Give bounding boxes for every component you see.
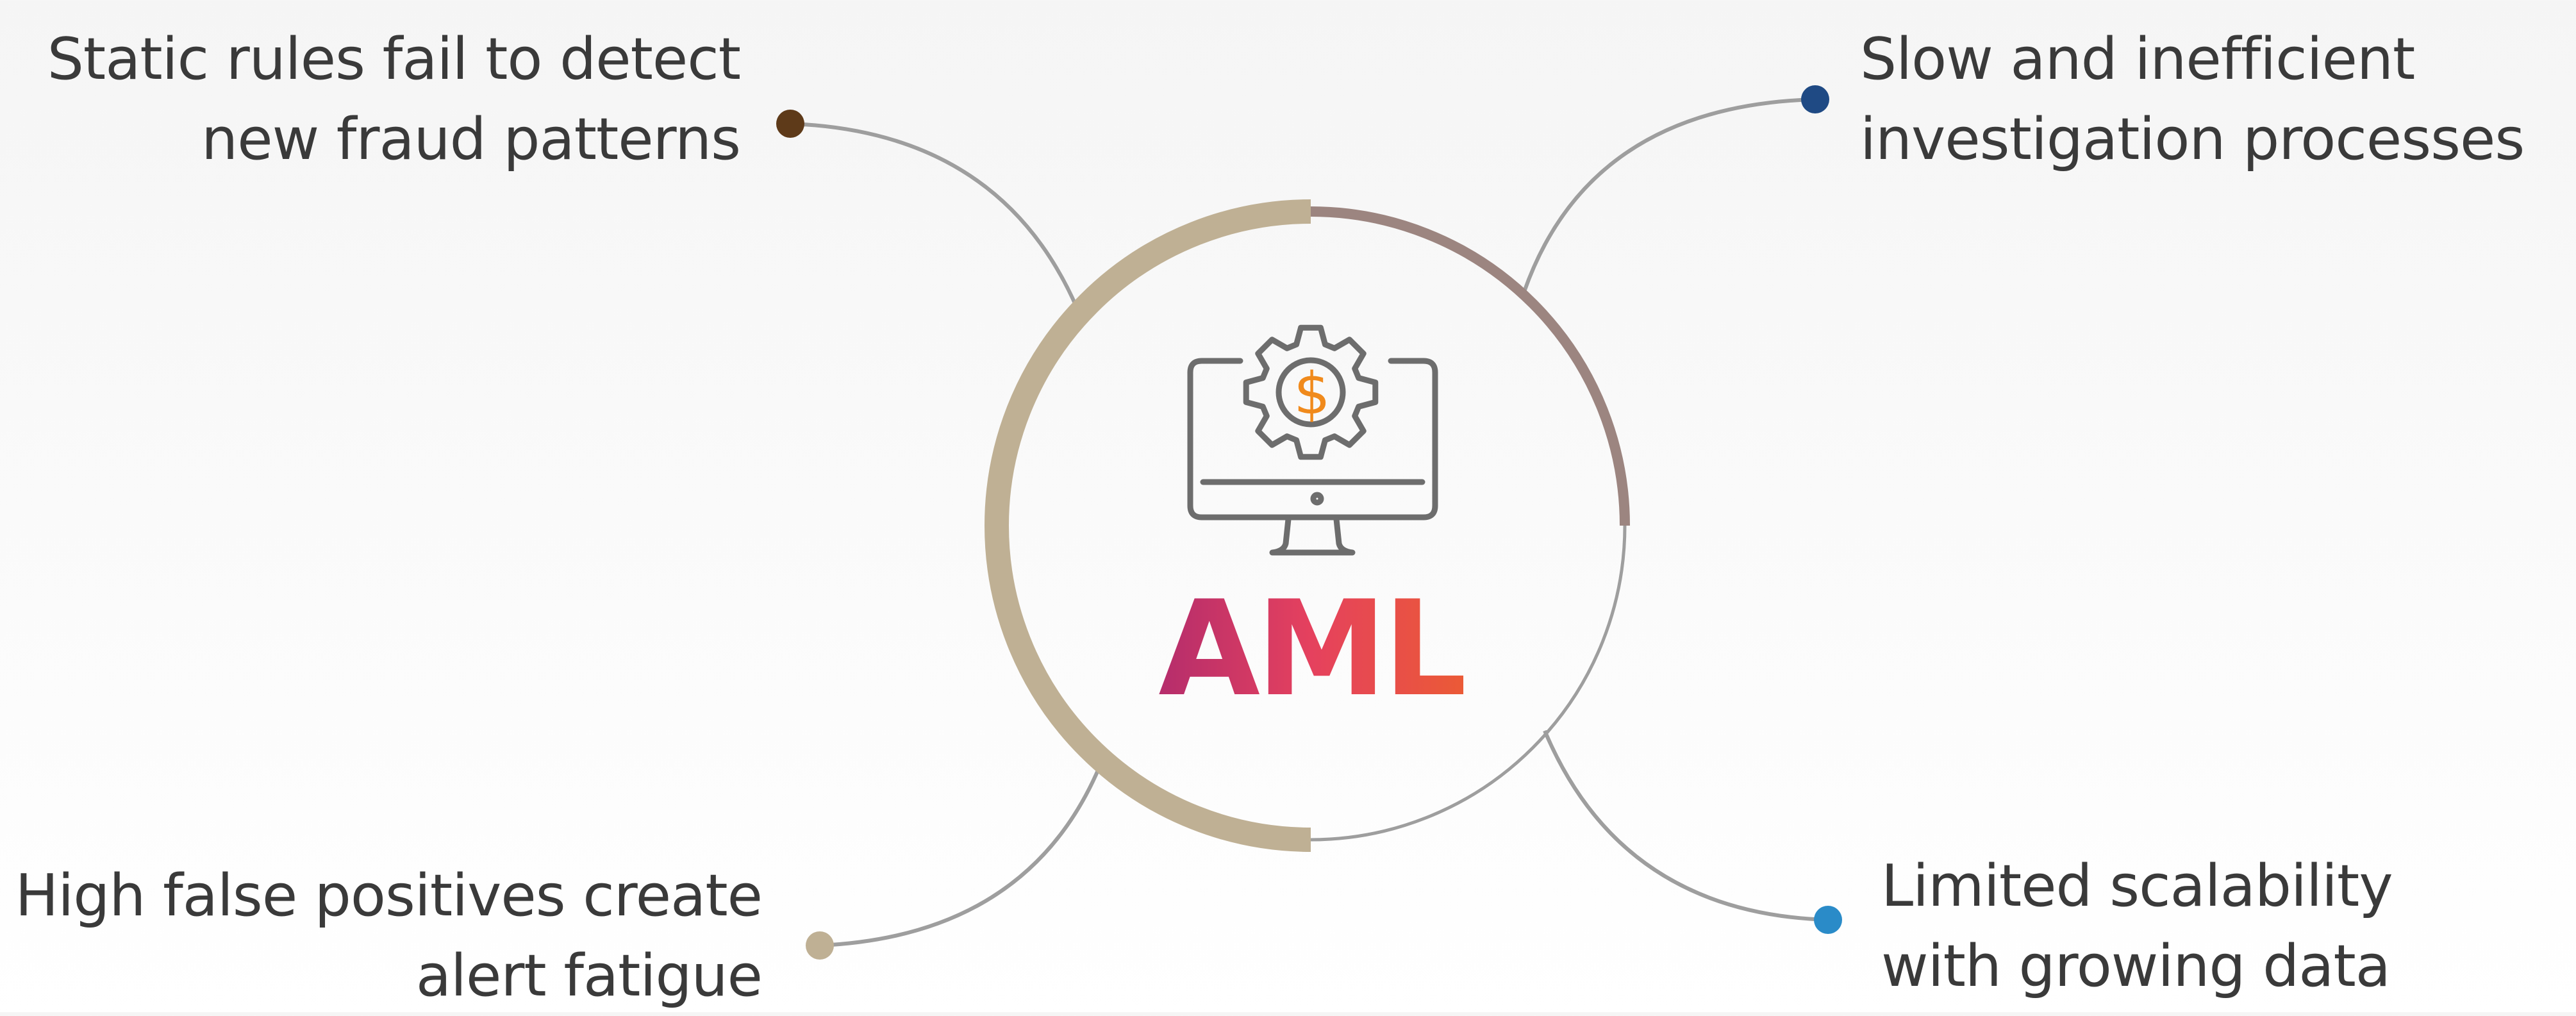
center-ring-left-arc	[985, 199, 1311, 852]
dot-top-right	[1801, 85, 1829, 113]
dollar-sign: $	[1293, 360, 1330, 428]
label-top-right: Slow and inefficient investigation proce…	[1860, 19, 2525, 179]
label-top-left-line-1: Static rules fail to detect	[47, 26, 741, 93]
connector-top-left	[790, 122, 1079, 309]
label-top-right-line-1: Slow and inefficient	[1860, 26, 2415, 93]
label-bottom-right-line-2: with growing data	[1881, 933, 2391, 1000]
label-bottom-right: Limited scalability with growing data	[1881, 846, 2393, 1006]
label-bottom-left-line-1: High false positives create	[15, 862, 763, 929]
computer-gear-dollar-icon	[1187, 324, 1438, 556]
label-top-right-line-2: investigation processes	[1860, 106, 2525, 173]
center-title: AML	[1158, 573, 1464, 726]
dot-bottom-right	[1814, 906, 1842, 934]
dot-bottom-left	[806, 931, 834, 960]
label-bottom-right-line-1: Limited scalability	[1881, 853, 2393, 920]
connector-bottom-right	[1543, 729, 1829, 922]
center-ring-right-arc	[1310, 206, 1630, 526]
dot-top-left	[776, 110, 804, 138]
connector-top-right	[1522, 97, 1816, 292]
label-top-left-line-2: new fraud patterns	[201, 106, 741, 173]
label-bottom-left-line-2: alert fatigue	[415, 942, 763, 1010]
label-bottom-left: High false positives create alert fatigu…	[15, 856, 763, 1016]
connector-bottom-left	[819, 758, 1104, 947]
label-top-left: Static rules fail to detect new fraud pa…	[47, 19, 741, 179]
